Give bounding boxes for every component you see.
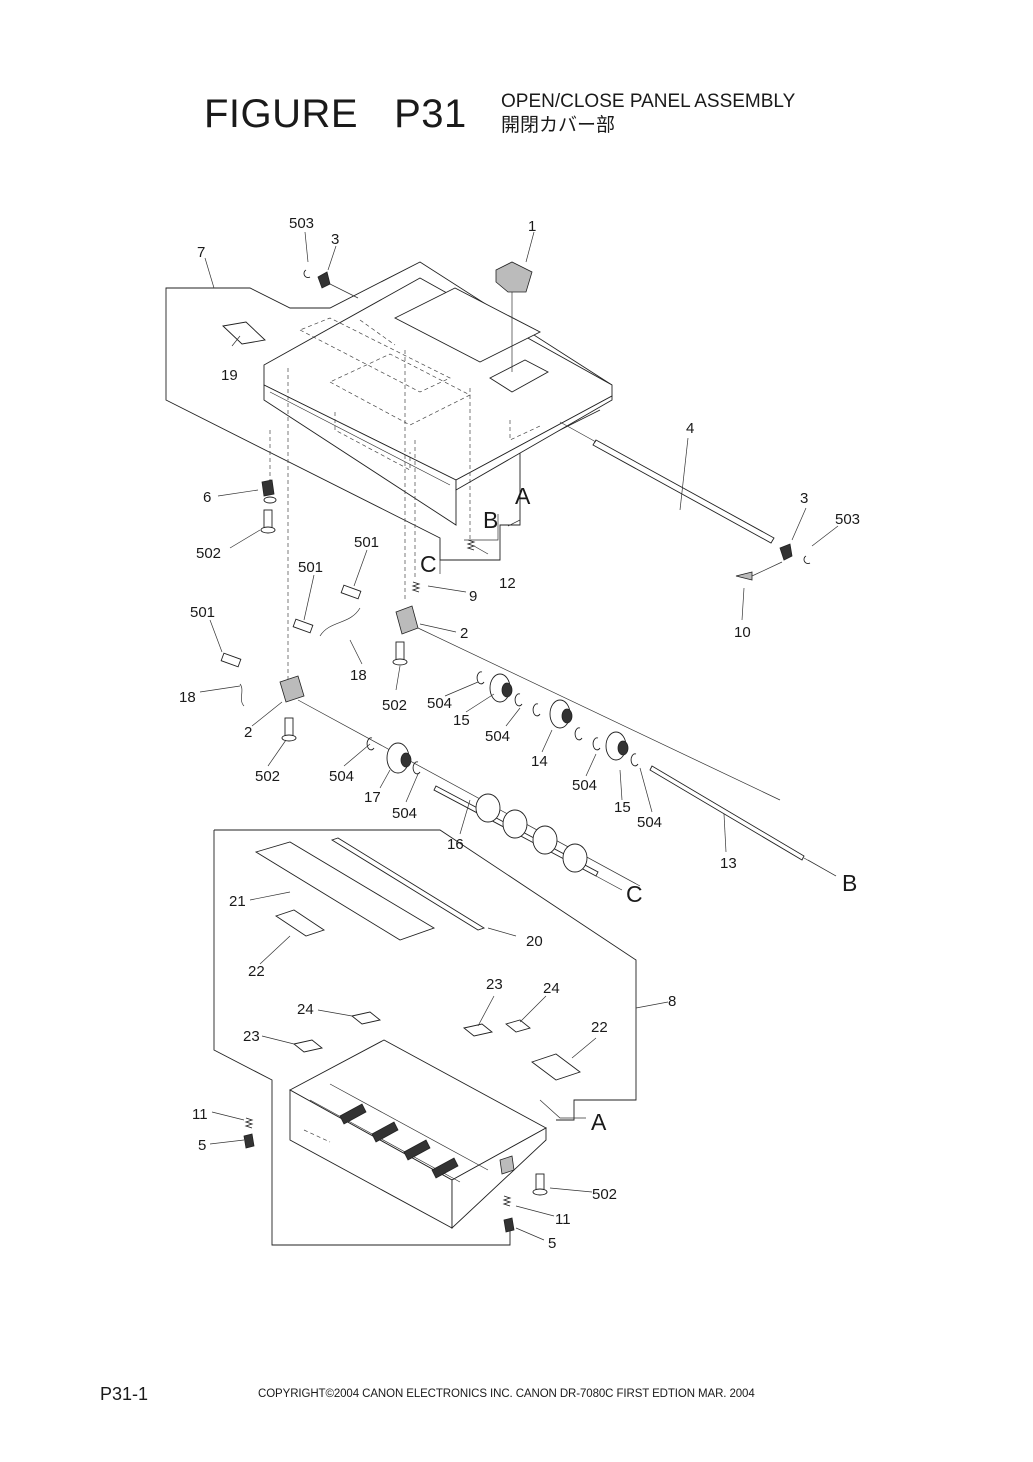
callout-503: 503 [289, 215, 314, 232]
roller-17 [386, 742, 412, 774]
callout-14: 14 [531, 753, 548, 770]
reference-letters: A B C C B A [420, 483, 857, 1135]
callout-502: 502 [196, 545, 221, 562]
screw-502-a [260, 509, 276, 534]
callout-504: 504 [637, 814, 662, 831]
shaft-4 [559, 421, 775, 544]
screw-501-a [340, 584, 362, 600]
callout-2: 2 [244, 724, 252, 741]
reference-b: B [483, 507, 498, 533]
callout-1: 1 [528, 218, 536, 235]
callout-23: 23 [486, 976, 503, 993]
callout-502: 502 [592, 1186, 617, 1203]
callout-17: 17 [364, 789, 381, 806]
callout-504: 504 [427, 695, 452, 712]
callout-501: 501 [298, 559, 323, 576]
title-english: OPEN/CLOSE PANEL ASSEMBLY [501, 91, 796, 112]
callout-504: 504 [329, 768, 354, 785]
callout-9: 9 [469, 588, 477, 605]
callout-13: 13 [720, 855, 737, 872]
callout-7: 7 [197, 244, 205, 261]
copyright-notice: COPYRIGHT©2004 CANON ELECTRONICS INC. CA… [258, 1388, 755, 1400]
callout-504: 504 [572, 777, 597, 794]
callout-15: 15 [614, 799, 631, 816]
callout-12: 12 [499, 575, 516, 592]
callout-24: 24 [297, 1001, 314, 1018]
figure-subtitle: OPEN/CLOSE PANEL ASSEMBLY 開閉カバー部 [501, 90, 795, 138]
callout-21: 21 [229, 893, 246, 910]
callout-8: 8 [668, 993, 676, 1010]
callout-501: 501 [190, 604, 215, 621]
lower-tray [289, 1039, 547, 1230]
callout-18: 18 [350, 667, 367, 684]
callout-5: 5 [548, 1235, 556, 1252]
callout-502: 502 [255, 768, 280, 785]
title-japanese: 開閉カバー部 [501, 115, 616, 136]
roller-14 [549, 699, 573, 729]
screw-502-c [281, 717, 297, 742]
reference-b: B [842, 870, 857, 896]
screw-501-b [292, 618, 314, 634]
shaft-16 [433, 785, 599, 877]
callout-22: 22 [591, 1019, 608, 1036]
callout-504: 504 [485, 728, 510, 745]
callout-501: 501 [354, 534, 379, 551]
callout-2: 2 [460, 625, 468, 642]
latch-part [495, 261, 533, 372]
callout-11: 11 [192, 1106, 208, 1123]
callout-15: 15 [453, 712, 470, 729]
callout-504: 504 [392, 805, 417, 822]
screw-502-b [392, 641, 408, 666]
callout-19: 19 [221, 367, 238, 384]
figure-number: P31 [394, 92, 467, 136]
callout-502: 502 [382, 697, 407, 714]
callout-23: 23 [243, 1028, 260, 1045]
callout-16: 16 [447, 836, 464, 853]
figure-label: FIGURE [204, 92, 359, 136]
top-cover [263, 277, 613, 526]
reference-a: A [591, 1109, 607, 1135]
callout-10: 10 [734, 624, 751, 641]
callout-503: 503 [835, 511, 860, 528]
callout-4: 4 [686, 420, 694, 437]
callout-18: 18 [179, 689, 196, 706]
callout-24: 24 [543, 980, 560, 997]
roller-15-a [489, 673, 513, 703]
screw-502-d [532, 1173, 548, 1196]
callout-3: 3 [331, 231, 339, 248]
screw-501-c [220, 652, 242, 668]
reference-c: C [420, 551, 437, 577]
reference-c: C [626, 881, 643, 907]
roller-15-b [605, 731, 629, 761]
callout-11: 11 [555, 1211, 571, 1228]
callout-3: 3 [800, 490, 808, 507]
figure-title: FIGURE P31 [204, 92, 467, 137]
callout-labels: 1 503 3 7 19 4 3 503 6 502 501 12 501 9 … [179, 215, 860, 1252]
reference-a: A [515, 483, 531, 509]
callout-6: 6 [203, 489, 211, 506]
callout-5: 5 [198, 1137, 206, 1154]
callout-20: 20 [526, 933, 543, 950]
callout-22: 22 [248, 963, 265, 980]
page-number: P31-1 [100, 1384, 149, 1404]
